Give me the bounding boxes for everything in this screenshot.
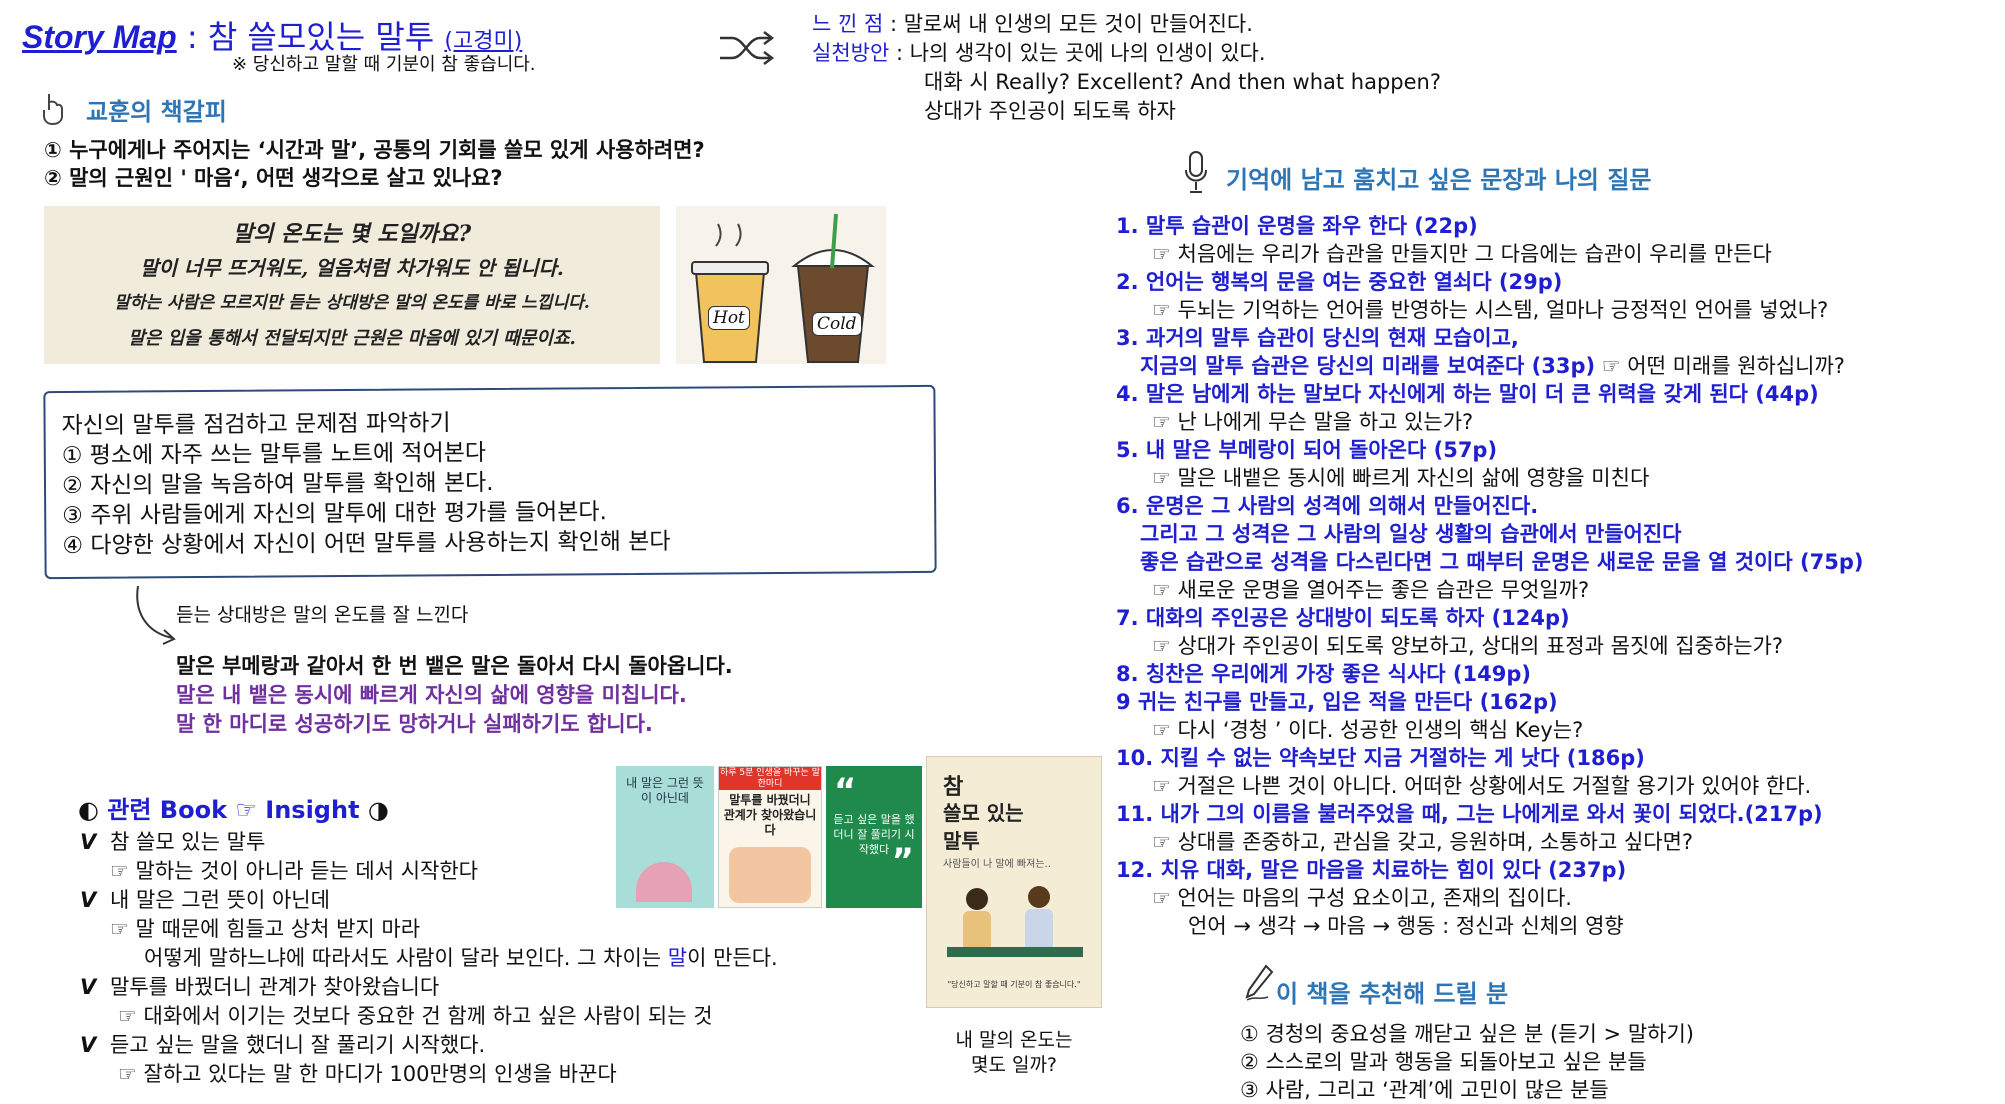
list-item: ① 경청의 중요성을 깨닫고 싶은 분 (듣기 > 말하기) [1240,1022,1694,1046]
check-mark-icon: V [80,975,97,999]
plan-line-3: 상대가 주인공이 되도록 하자 [924,99,1176,123]
handwriting-image: 말의 온도는 몇 도일까요? 말이 너무 뜨거워도, 얼음처럼 차가워도 안 됩… [44,206,660,364]
list-item-note: ☞ 처음에는 우리가 습관을 만들지만 그 다음에는 습관이 우리를 만든다 [1152,242,1772,266]
list-item-note: 어떻게 말하느냐에 따라서도 사람이 달라 보인다. 그 차이는 말이 만든다. [144,946,778,970]
list-item-note: ☞ 말 때문에 힘들고 상처 받지 마라 [110,917,421,941]
check-mark-icon: V [80,830,97,854]
list-item: 6. 운명은 그 사람의 성격에 의해서 만들어진다. [1116,494,1539,518]
list-item: 8. 칭찬은 우리에게 가장 좋은 식사다 (149p) [1116,662,1531,686]
handwriting-line-1: 말의 온도는 몇 도일까요? [232,221,472,247]
pen-icon [1245,964,1274,1001]
quote-line-2: 말은 내 뱉은 동시에 빠르게 자신의 삶에 영향을 미칩니다. [176,683,687,707]
book-cover-main: 참 쓸모 있는 말투 사람들이 나 말에 빠져는.. "당신하고 말할 때 기분… [926,756,1102,1008]
coffee-cups-icon [691,213,875,363]
list-item: 9 귀는 친구를 만들고, 입은 적을 만든다 (162p) [1116,690,1558,714]
list-item-note: ☞ 상대가 주인공이 되도록 양보하고, 상대의 표정과 몸짓에 집중하는가? [1152,634,1784,658]
listener-note: 듣는 상대방은 말의 온도를 잘 느낀다 [176,604,469,626]
list-item: 7. 대화의 주인공은 상대방이 되도록 하자 (124p) [1116,606,1570,630]
book-cover-2: 하루 5분 인생을 바꾸는 말 한마디 말투를 바꿨더니 관계가 찾아왔습니다 [718,766,822,908]
plan-line-2: 대화 시 Really? Excellent? And then what ha… [924,70,1442,94]
handwriting-line-2: 말이 너무 뜨거워도, 얼음처럼 차가워도 안 됩니다. [140,256,564,280]
quote-mark-icon: ” [891,841,914,881]
page-title: Story Map : 참 쓸모있는 말투 (고경미) [22,18,523,56]
plan-line: 실천방안 : 나의 생각이 있는 곳에 나의 인생이 있다. [812,41,1266,65]
list-item: 지금의 말투 습관은 당신의 미래를 보여준다 (33p) ☞ 어떤 미래를 원… [1140,354,1845,378]
subtitle-note: ※ 당신하고 말할 때 기분이 참 좋습니다. [232,54,536,75]
boomerang-quote: 말은 부메랑과 같아서 한 번 뱉은 말은 돌아서 다시 돌아옵니다. 말은 내… [176,652,733,739]
list-item: 12. 치유 대화, 말은 마음을 치료하는 힘이 있다 (237p) [1116,858,1627,882]
hand-pointer-icon [43,94,63,126]
shuffle-icon [720,31,775,65]
list-item-note: ☞ 다시 ‘경청 ’ 이다. 성공한 인생의 핵심 Key는? [1152,718,1584,742]
image-caption: 내 말의 온도는 몇도 일까? [955,1029,1073,1076]
list-item: 좋은 습관으로 성격을 다스린다면 그 때부터 운명은 새로운 문을 열 것이다… [1140,550,1864,574]
list-item: 10. 지킬 수 없는 약속보단 지금 거절하는 게 낫다 (186p) [1116,746,1645,770]
curved-arrow-icon [136,585,176,645]
story-map-label: Story Map [22,19,177,55]
list-item: ② 스스로의 말과 행동을 되돌아보고 싶은 분들 [1240,1050,1647,1074]
lesson-question-2: ② 말의 근원인 ' 마음‘, 어떤 생각으로 살고 있나요? [44,166,503,190]
feel-label: 느 낀 점 [812,12,884,36]
list-item-note: ☞ 말하는 것이 아니라 듣는 데서 시작한다 [110,859,478,883]
book-cover-1: 내 말은 그런 뜻이 아닌데 [616,766,714,908]
list-item-note: ☞ 난 나에게 무슨 말을 하고 있는가? [1152,410,1474,434]
checklist-item: ④ 다양한 상황에서 자신이 어떤 말투를 사용하는지 확인해 본다 [62,528,671,559]
cover-illustration [729,847,811,903]
cover-people-illustration [947,886,1083,957]
memorable-heading: 기억에 남고 훔치고 싶은 문장과 나의 질문 [1226,166,1652,194]
list-item-note: ☞ 대화에서 이기는 것보다 중요한 건 함께 하고 싶은 사람이 되는 것 [118,1004,713,1028]
list-item-note: ☞ 잘하고 있다는 말 한 마디가 100만명의 인생을 바꾼다 [118,1062,617,1086]
quote-mark-icon: “ [834,771,857,811]
list-item: ③ 사람, 그리고 ‘관계’에 고민이 많은 분들 [1240,1078,1609,1102]
check-mark-icon: V [80,888,97,912]
list-item-note: ☞ 언어는 마음의 구성 요소이고, 존재의 집이다. [1152,886,1572,910]
plan-label: 실천방안 [812,41,890,65]
book-cover-3: “ 듣고 싶은 말을 했더니 잘 풀리기 시작했다 ” [826,766,922,908]
recommend-heading: 이 책을 추천해 드릴 분 [1276,980,1509,1008]
microphone-icon [1185,151,1207,193]
author: (고경미) [444,29,523,54]
lesson-question-1: ① 누구에게나 주어지는 ‘시간과 말’, 공통의 기회를 쓸모 있게 사용하려… [44,138,705,162]
list-item: 4. 말은 남에게 하는 말보다 자신에게 하는 말이 더 큰 위력을 갖게 된… [1116,382,1819,406]
cup-hot-label: Hot [708,306,750,330]
memorable-list: 1. 말투 습관이 운명을 좌우 한다 (22p) ☞ 처음에는 우리가 습관을… [1116,212,1863,940]
list-item-note: ☞ 거절은 나쁜 것이 아니다. 어떠한 상황에서도 거절할 용기가 있어야 한… [1152,774,1812,798]
feel-line: 느 낀 점 : 말로써 내 인생의 모든 것이 만들어진다. [812,12,1253,36]
quote-line-1: 말은 부메랑과 같아서 한 번 뱉은 말은 돌아서 다시 돌아옵니다. [176,654,733,678]
list-item-note: ☞ 새로운 운명을 열어주는 좋은 습관은 무엇일까? [1152,578,1590,602]
list-item: 2. 언어는 행복의 문을 여는 중요한 열쇠다 (29p) [1116,270,1563,294]
quote-line-3: 말 한 마디로 성공하기도 망하거나 실패하기도 합니다. [176,712,653,736]
list-item-note: ☞ 상대를 존중하고, 관심을 갖고, 응원하며, 소통하고 싶다면? [1152,830,1694,854]
reflection-block: 느 낀 점 : 말로써 내 인생의 모든 것이 만들어진다. 실천방안 : 나의… [812,10,1441,126]
list-item: 11. 내가 그의 이름을 불러주었을 때, 그는 나에게로 와서 꽃이 되었다… [1116,802,1823,826]
handwriting-line-3: 말하는 사람은 모르지만 듣는 상대방은 말의 온도를 바로 느낍니다. [114,293,590,313]
list-item: 3. 과거의 말투 습관이 당신의 현재 모습이고, [1116,326,1519,350]
list-item: 그리고 그 성격은 그 사람의 일상 생활의 습관에서 만들어진다 [1140,522,1682,546]
cup-cold-label: Cold [812,312,862,336]
check-mark-icon: V [80,1033,97,1057]
checklist-box: 자신의 말투를 점검하고 문제점 파악하기 ① 평소에 자주 쓰는 말투를 노트… [43,384,937,580]
lesson-heading: 교훈의 책갈피 [86,98,227,126]
book-title: 참 쓸모있는 말투 [207,18,435,56]
list-item-note: ☞ 말은 내뱉은 동시에 빠르게 자신의 삶에 영향을 미친다 [1152,466,1650,490]
list-item-note: 언어 → 생각 → 마음 → 행동 : 정신과 신체의 영향 [1188,914,1624,938]
recommend-list: ① 경청의 중요성을 깨닫고 싶은 분 (듣기 > 말하기) ② 스스로의 말과… [1240,1020,1694,1104]
handwriting-line-4: 말은 입을 통해서 전달되지만 근원은 마음에 있기 때문이죠. [128,328,576,349]
coffee-cups-image: Hot Cold [676,206,886,364]
related-heading: ◐ 관련 Book ☞ Insight ◑ [78,796,389,824]
list-item: 1. 말투 습관이 운명을 좌우 한다 (22p) [1116,214,1478,238]
list-item-note: ☞ 두뇌는 기억하는 언어를 반영하는 시스템, 얼마나 긍정적인 언어를 넣었… [1152,298,1829,322]
cover-portrait [636,862,692,902]
list-item: 5. 내 말은 부메랑이 되어 돌아온다 (57p) [1116,438,1498,462]
